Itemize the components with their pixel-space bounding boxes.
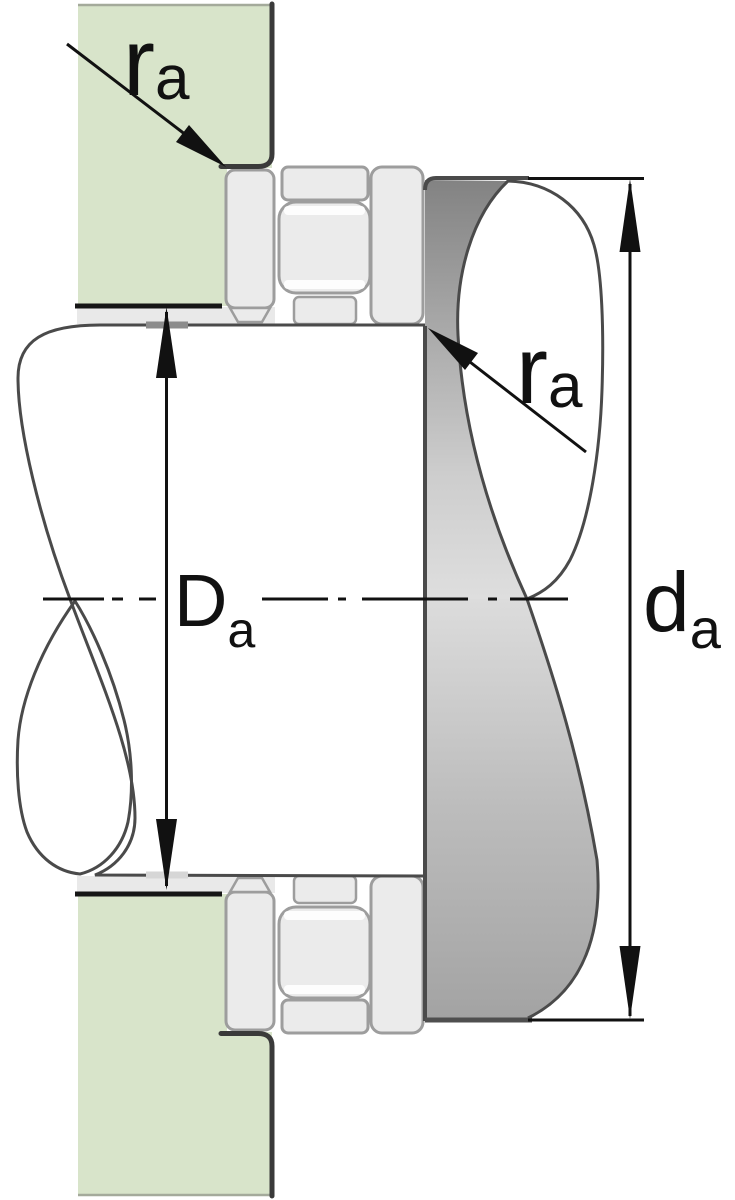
housing-washer-chamfer — [227, 306, 273, 324]
label-Da: Da — [174, 559, 255, 658]
label-da: da — [643, 555, 722, 660]
shoulder-face-upper — [425, 180, 527, 599]
arrow-ra-shaft-line — [469, 360, 587, 454]
shoulder-break-edge-lower — [525, 598, 600, 1020]
housing-washer — [224, 168, 276, 310]
dim-da-arrowhead-top — [619, 179, 641, 252]
label-ra-housing: ra — [123, 9, 190, 116]
ball-highlight-top — [284, 206, 365, 215]
ball-highlight-bottom — [284, 280, 365, 289]
housing-block-outer — [78, 4, 272, 168]
shaft-washer — [369, 165, 425, 326]
dim-Da-arrowhead-bottom — [156, 819, 177, 890]
housing-and-bearing-top — [75, 1, 425, 326]
dim-da-arrowhead-bottom — [619, 946, 641, 1019]
housing-bore-clearance-strip — [77, 307, 275, 324]
shaft-break-lobe-left — [15, 598, 133, 876]
cage-inner-band — [292, 295, 358, 326]
label-ra-shaft: ra — [516, 317, 583, 424]
arrow-ra-shaft-head — [428, 328, 478, 370]
dimensions: Da da ra ra — [43, 9, 722, 1022]
shoulder-face-lower — [425, 599, 599, 1018]
housing-recess-outline — [218, 1, 275, 169]
cage-outer-band — [280, 165, 370, 202]
arrow-ra-housing-line — [66, 42, 187, 137]
shaft-break-lobe-right — [456, 179, 605, 601]
housing-block-inner — [78, 168, 227, 306]
shoulder-top-edge — [423, 176, 529, 191]
arrow-ra-housing-head — [176, 125, 226, 167]
dim-Da-arrowhead-top — [156, 307, 177, 378]
rolling-element-ball — [277, 200, 372, 295]
